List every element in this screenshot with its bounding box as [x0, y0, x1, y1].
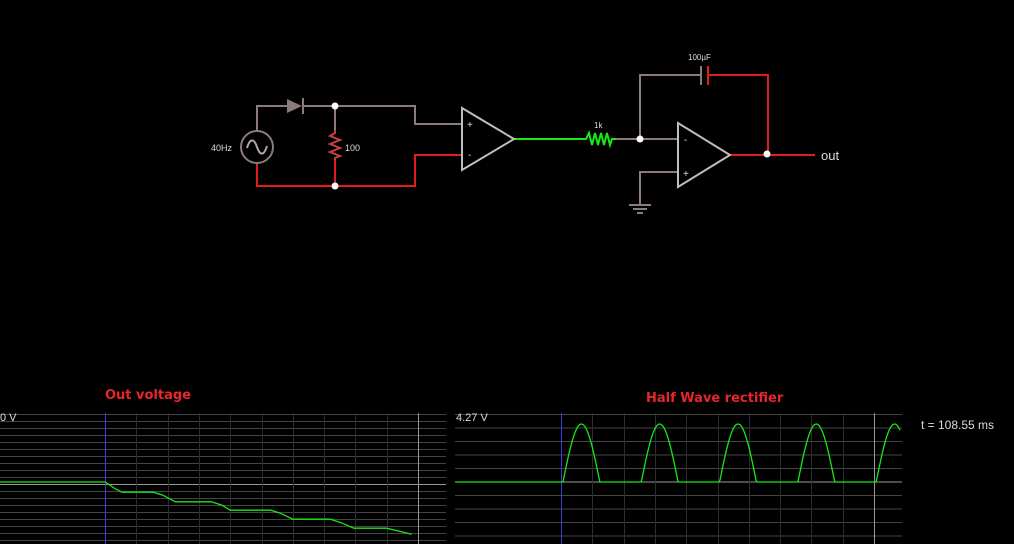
- scope-out-voltage[interactable]: [0, 413, 446, 544]
- out-voltage-trace: [0, 481, 412, 535]
- scope-1-title: Out voltage: [105, 388, 192, 403]
- node: [763, 150, 771, 158]
- circuit-nodes: [331, 102, 771, 190]
- input-resistor-label: 1k: [594, 121, 603, 130]
- opamp-2-minus-label: -: [684, 135, 687, 146]
- node: [636, 135, 644, 143]
- node: [331, 102, 339, 110]
- scope-1-voltage-readout: 0 V: [0, 412, 17, 424]
- scope-1-plot: [0, 413, 446, 544]
- time-readout: t = 108.55 ms: [921, 418, 995, 432]
- node: [331, 182, 339, 190]
- input-resistor[interactable]: [584, 130, 616, 149]
- wires-neutral: [256, 74, 701, 205]
- output-label: out: [821, 148, 839, 163]
- scope-2-voltage-readout: 4.27 V: [456, 412, 488, 424]
- opamp-2[interactable]: [677, 121, 732, 189]
- scope-2-plot: [455, 413, 902, 544]
- wires-high: [256, 66, 815, 187]
- load-resistor-label: 100: [345, 143, 360, 153]
- scope-2-title: Half Wave rectifier: [646, 391, 784, 406]
- sine-wave-icon: [246, 139, 268, 155]
- half-wave-trace: [455, 423, 901, 483]
- ac-source[interactable]: [240, 130, 274, 164]
- diode[interactable]: [287, 98, 304, 114]
- opamp-1-minus-label: -: [468, 150, 471, 161]
- ground-icon: [629, 204, 651, 214]
- source-frequency-label: 40Hz: [211, 143, 233, 153]
- load-resistor[interactable]: [327, 130, 343, 160]
- opamp-1[interactable]: [461, 106, 516, 172]
- scope-half-wave[interactable]: [455, 413, 902, 544]
- opamp-2-plus-label: +: [683, 169, 689, 180]
- circuit-schematic[interactable]: 40Hz 100 + - 1k 100µF - + out: [0, 0, 1014, 380]
- capacitor-label: 100µF: [688, 53, 711, 62]
- opamp-1-plus-label: +: [467, 120, 473, 131]
